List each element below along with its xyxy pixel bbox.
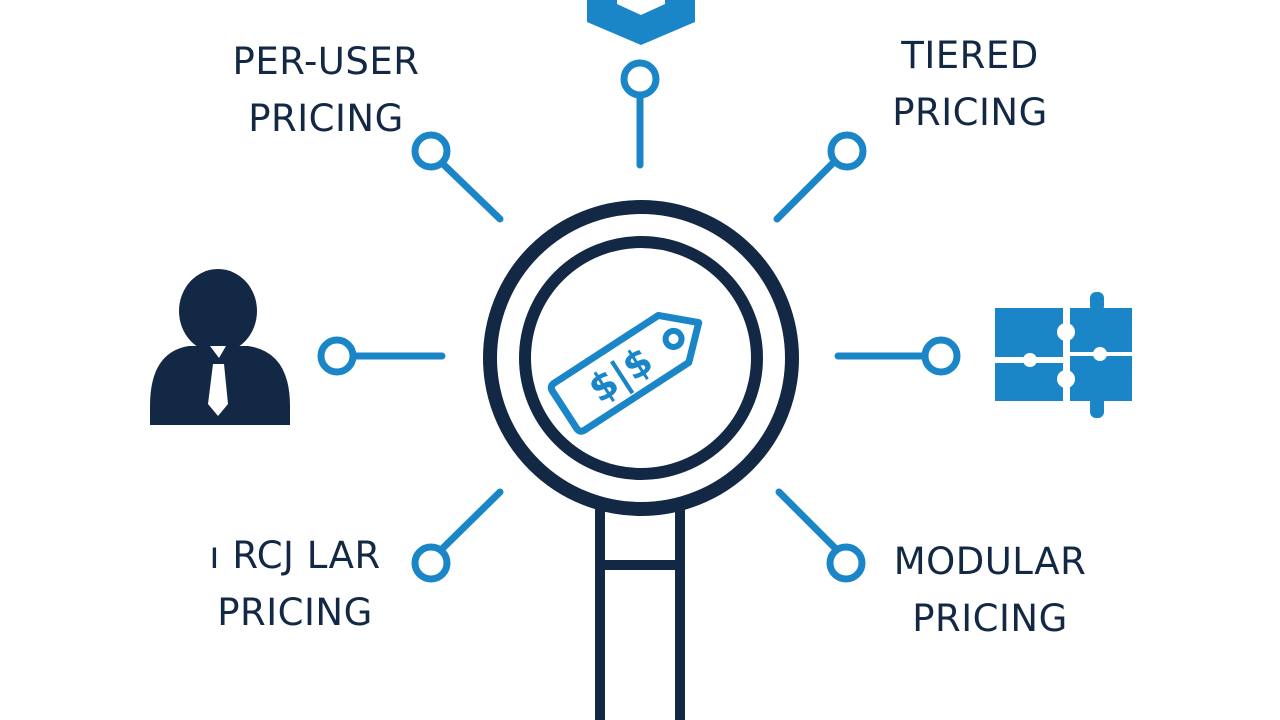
connector-nodes: [317, 59, 961, 583]
label-per-user-line2: PRICING: [248, 97, 404, 140]
label-regular-pricing: ı RCJ LAR PRICING: [150, 527, 440, 641]
label-per-user-pricing: PER-USER PRICING: [196, 33, 456, 147]
node-top: [620, 59, 660, 99]
hexagon-icon: [587, 0, 695, 45]
puzzle-icon: [995, 292, 1132, 418]
label-modular-pricing: MODULAR PRICING: [860, 533, 1120, 647]
connector-lower-right: [775, 488, 839, 552]
magnifying-glass-icon: [483, 200, 799, 720]
node-upper-right: [827, 131, 867, 171]
label-regular-line2: PRICING: [217, 591, 373, 634]
user-icon: [150, 269, 290, 425]
label-tiered-pricing: TIERED PRICING: [850, 27, 1090, 141]
connectors: [350, 91, 928, 552]
connector-upper-left: [439, 160, 504, 223]
label-modular-line1: MODULAR: [893, 540, 1087, 583]
connector-upper-right: [773, 160, 836, 223]
label-tiered-line1: TIERED: [901, 34, 1039, 77]
node-right: [921, 336, 961, 376]
node-lower-left: [411, 543, 451, 583]
connector-lower-left: [439, 488, 504, 552]
label-tiered-line2: PRICING: [892, 91, 1048, 134]
label-per-user-line1: PER-USER: [232, 40, 420, 83]
node-left: [317, 336, 357, 376]
node-upper-left: [411, 131, 451, 171]
node-lower-right: [826, 543, 866, 583]
label-modular-line2: PRICING: [912, 597, 1068, 640]
magnifier-handle: [595, 502, 685, 720]
label-regular-line1: ı RCJ LAR: [209, 534, 381, 577]
